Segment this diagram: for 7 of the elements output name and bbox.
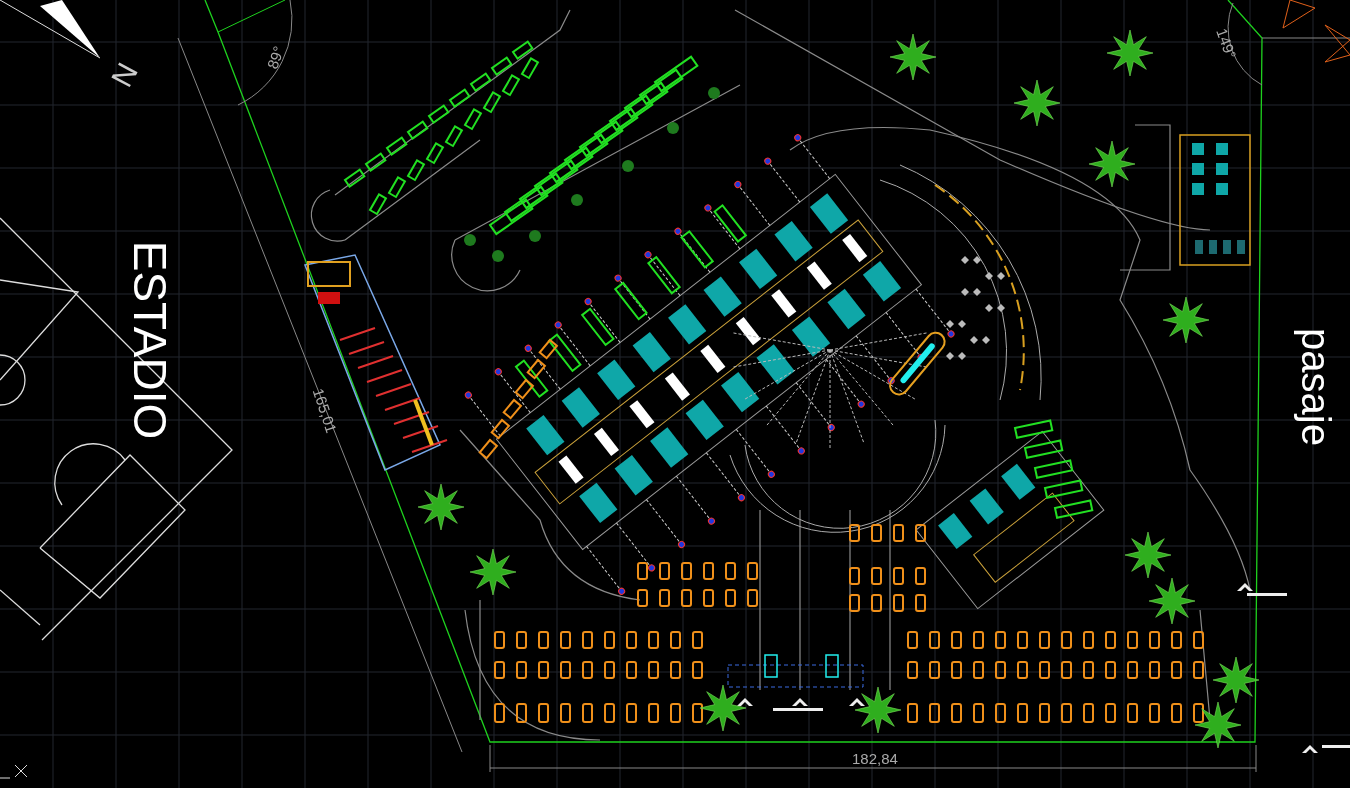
area-label: ESTADIO: [126, 240, 173, 440]
dimension-text: 165,01: [310, 385, 340, 435]
street-label: pasaje: [1295, 328, 1336, 446]
dimension-text: 182,84: [852, 750, 898, 766]
north-letter: N: [106, 58, 144, 92]
angle-text: 89°: [263, 43, 286, 71]
angle-text: 149°: [1213, 25, 1239, 61]
